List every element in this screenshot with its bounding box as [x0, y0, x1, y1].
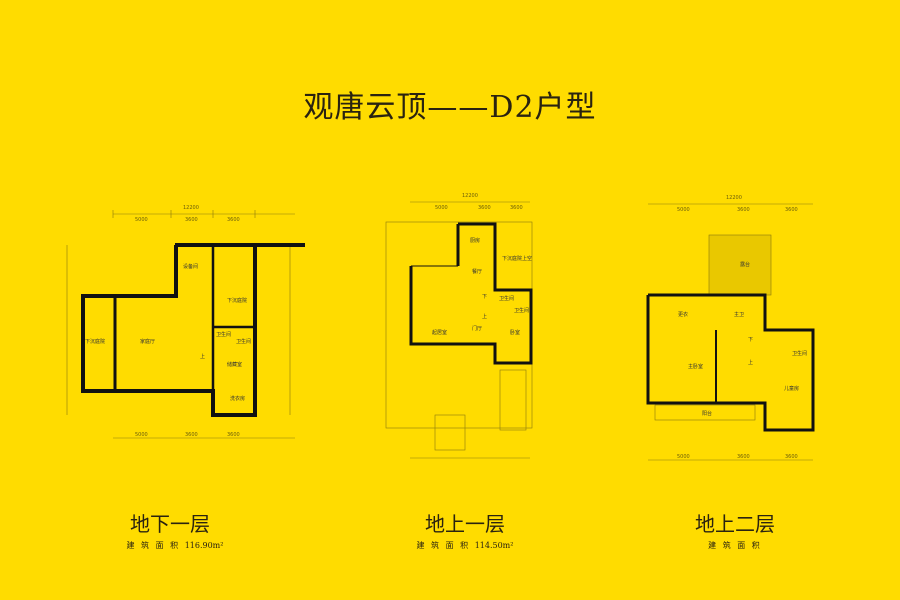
dim-label: 5000 [135, 432, 148, 438]
dim-label: 3600 [185, 217, 198, 223]
floor-name-basement: 地下一层 [130, 512, 210, 536]
room-label: 儿童房 [784, 385, 799, 392]
room-label: 下 [748, 337, 753, 343]
room-label: 下沉庭院上空 [502, 255, 532, 262]
room-label: 露台 [740, 261, 750, 268]
dim-label: 5000 [135, 217, 148, 223]
dim-label: 12200 [726, 195, 742, 201]
room-label: 下沉庭院 [227, 297, 247, 304]
floor-plan-ground: 12200 5000 3600 3600 厨房 餐厅 下沉庭院上空 起居室 门厅… [385, 193, 533, 459]
floor-plan-basement: 12200 5000 3600 3600 5000 3600 3600 设备间 … [66, 205, 305, 439]
room-label: 下 [482, 294, 487, 300]
dim-label: 3600 [737, 454, 750, 460]
room-label: 卫生间 [499, 295, 514, 302]
room-label: 阳台 [702, 410, 712, 417]
floor-name-ground: 地上一层 [425, 512, 505, 536]
room-label: 卫生间 [216, 331, 231, 338]
room-label: 主卫 [734, 311, 744, 318]
room-label: 起居室 [432, 329, 447, 336]
room-label: 更衣 [678, 311, 688, 318]
room-label: 下沉庭院 [85, 338, 105, 345]
floor-area-second: 建 筑 面 积 [655, 541, 815, 551]
room-label: 洗衣房 [230, 395, 245, 402]
room-label: 主卧室 [688, 363, 703, 370]
dim-label: 5000 [677, 454, 690, 460]
area-label: 建 筑 面 积 [126, 541, 181, 550]
floor-area-ground: 建 筑 面 积 114.50m² [385, 541, 545, 551]
area-value: 116.90m² [184, 541, 224, 550]
dim-label: 3600 [737, 207, 750, 213]
dim-label: 3600 [227, 432, 240, 438]
dim-label: 5000 [435, 205, 448, 211]
dim-label: 3600 [785, 207, 798, 213]
room-label: 餐厅 [472, 268, 482, 275]
floor-name-second: 地上二层 [695, 512, 775, 536]
room-label: 厨房 [470, 237, 480, 244]
room-label: 上 [482, 313, 487, 320]
room-label: 门厅 [472, 325, 482, 332]
room-label: 卧室 [510, 329, 520, 336]
dim-label: 3600 [185, 432, 198, 438]
dim-label: 5000 [677, 207, 690, 213]
room-label: 上 [200, 353, 205, 360]
area-label: 建 筑 面 积 [416, 541, 471, 550]
floor-plan-second: 12200 5000 3600 3600 5000 3600 3600 露台 更… [646, 195, 815, 461]
area-label: 建 筑 面 积 [708, 541, 762, 550]
room-label: 家庭厅 [140, 338, 155, 345]
room-label: 上 [748, 359, 753, 366]
dim-label: 12200 [462, 193, 478, 199]
room-label: 设备间 [183, 263, 198, 270]
room-label: 卫生间 [236, 338, 251, 345]
dim-label: 3600 [478, 205, 491, 211]
room-label: 卫生间 [514, 307, 529, 314]
room-label: 储藏室 [227, 361, 242, 368]
room-label: 卫生间 [792, 350, 807, 357]
floor-area-basement: 建 筑 面 积 116.90m² [95, 541, 255, 551]
dim-label: 12200 [183, 205, 199, 211]
page-title: 观唐云顶——D2户型 [303, 90, 597, 125]
dim-label: 3600 [510, 205, 523, 211]
area-value: 114.50m² [474, 541, 514, 550]
dim-label: 3600 [785, 454, 798, 460]
dim-label: 3600 [227, 217, 240, 223]
